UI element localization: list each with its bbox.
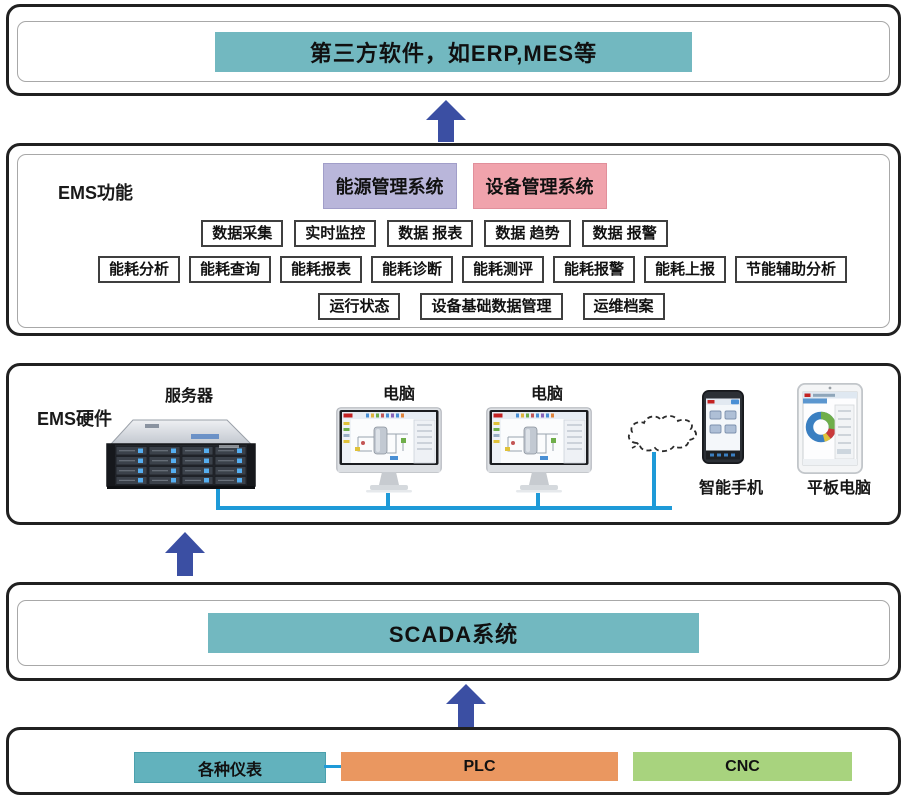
function-box: 数据采集 [201,220,284,247]
function-row-1: 数据采集 实时监控 数据 报表 数据 趋势 数据 报警 [9,220,898,247]
function-box: 数据 报表 [387,220,474,247]
pc2-label: 电脑 [530,386,563,403]
function-box: 能耗查询 [188,256,271,283]
up-arrow-icon [426,100,466,142]
function-box: 能耗分析 [97,256,180,283]
tablet-icon [797,383,863,474]
function-row-3: 运行状态 设备基础数据管理 运维档案 [9,293,898,320]
function-box: 实时监控 [294,220,377,247]
scada-banner: SCADA系统 [208,613,699,653]
desktop-monitor-icon [486,407,592,493]
ems-functions-label: EMS功能 [58,183,134,203]
function-box: 能耗报表 [279,256,362,283]
function-box: 能耗报警 [553,256,636,283]
third-party-panel: 第三方软件，如ERP,MES等 [6,4,901,96]
function-box: 能耗上报 [644,256,727,283]
up-arrow-icon [165,532,205,576]
network-line-server-drop [216,487,220,506]
network-line-horizontal [216,506,672,510]
smartphone-icon [702,390,744,464]
function-box: 能耗测评 [462,256,545,283]
tablet-label: 平板电脑 [806,480,871,497]
third-party-banner: 第三方软件，如ERP,MES等 [215,31,692,72]
cloud-outline-icon [627,415,697,453]
ems-functions-panel: EMS功能 能源管理系统 设备管理系统 数据采集 实时监控 数据 报表 数据 趋… [6,143,901,336]
system-title-row: 能源管理系统 设备管理系统 [9,163,898,209]
function-box: 运行状态 [318,293,401,320]
function-box: 能耗诊断 [370,256,453,283]
function-box: 数据 报警 [581,220,668,247]
server-label: 服务器 [164,388,213,405]
function-row-2: 能耗分析 能耗查询 能耗报表 能耗诊断 能耗测评 能耗报警 能耗上报 节能辅助分… [9,256,898,283]
plc-box: PLC [341,752,618,781]
up-arrow-icon [446,684,486,727]
server-rack-icon [106,419,256,489]
energy-management-system-box: 能源管理系统 [322,163,457,209]
function-box: 数据 趋势 [484,220,571,247]
function-box: 节能辅助分析 [735,256,848,283]
scada-panel: SCADA系统 [6,582,901,681]
network-line-pc2-drop [536,493,540,506]
function-box: 运维档案 [582,293,665,320]
field-devices-panel: 各种仪表 PLC CNC [6,727,901,795]
instruments-box: 各种仪表 [134,752,326,783]
ems-hardware-panel: EMS硬件 服务器 [6,363,901,525]
smartphone-label: 智能手机 [698,480,763,497]
network-line-cloud-drop [652,452,656,510]
cnc-box: CNC [633,752,852,781]
equipment-management-system-box: 设备管理系统 [472,163,607,209]
network-line-pc1-drop [386,493,390,506]
ems-hardware-label: EMS硬件 [37,409,113,429]
function-box: 设备基础数据管理 [420,293,563,320]
ems-functions-inner-frame [17,154,890,328]
third-party-inner-frame: 第三方软件，如ERP,MES等 [17,21,890,82]
pc1-label: 电脑 [382,386,415,403]
desktop-monitor-icon [336,407,442,493]
instrument-plc-connector [324,765,341,768]
scada-inner-frame: SCADA系统 [17,600,890,666]
